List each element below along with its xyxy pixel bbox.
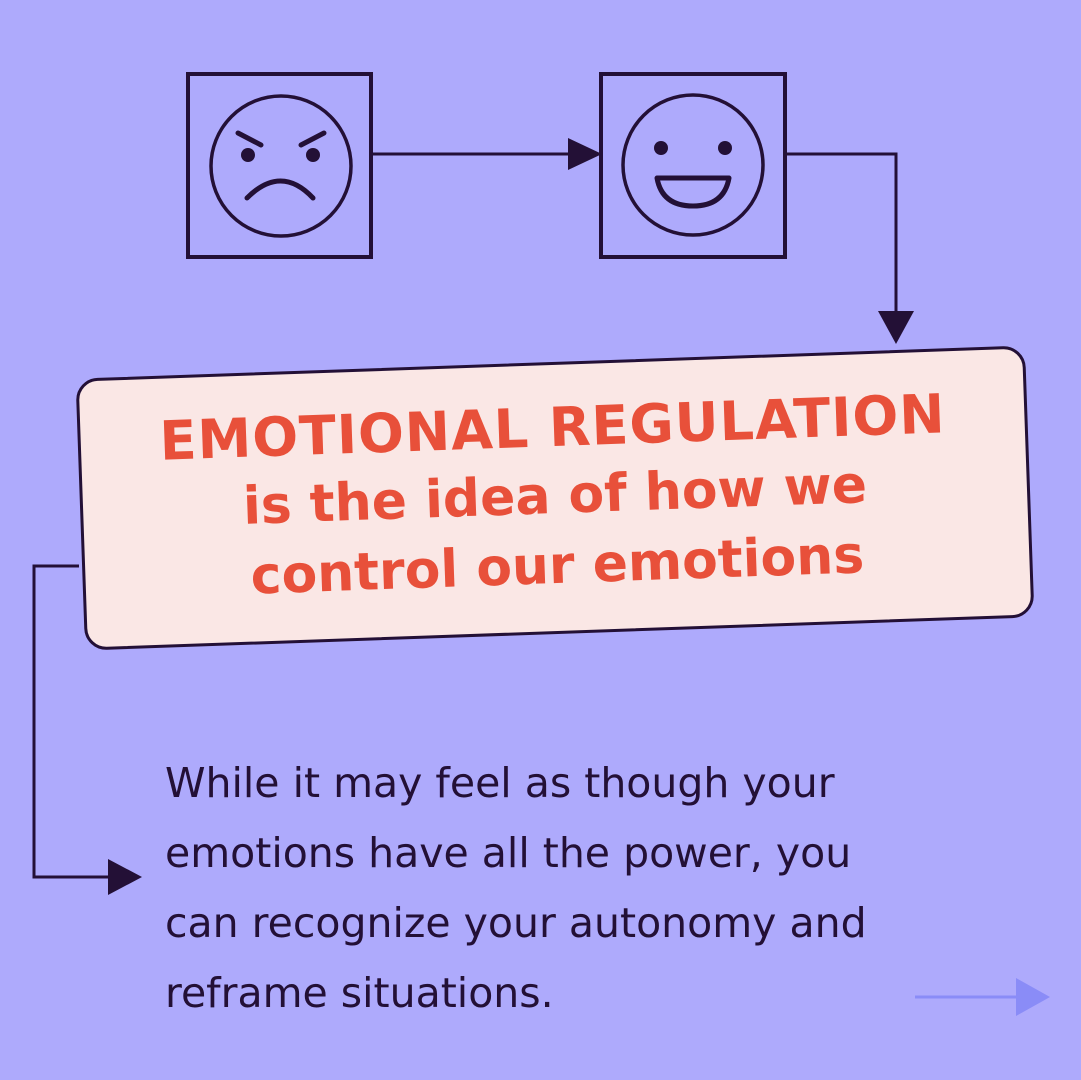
connector-arrow-3 xyxy=(32,564,142,895)
definition-callout: EMOTIONAL REGULATION is the idea of how … xyxy=(75,345,1035,651)
body-line-4: reframe situations. xyxy=(165,969,554,1017)
happy-face-box xyxy=(599,72,787,259)
angry-face-box xyxy=(186,72,373,259)
body-paragraph: While it may feel as though your emotion… xyxy=(165,748,1045,1028)
body-line-2: emotions have all the power, you xyxy=(165,829,852,877)
happy-face-icon xyxy=(621,93,765,237)
body-line-3: can recognize your autonomy and xyxy=(165,899,867,947)
angry-face-icon xyxy=(209,94,353,238)
connector-arrow-2 xyxy=(787,152,914,344)
arrow-right-icon[interactable] xyxy=(915,978,1050,1016)
body-line-1: While it may feel as though your xyxy=(165,759,835,807)
connector-arrow-1 xyxy=(373,138,602,170)
